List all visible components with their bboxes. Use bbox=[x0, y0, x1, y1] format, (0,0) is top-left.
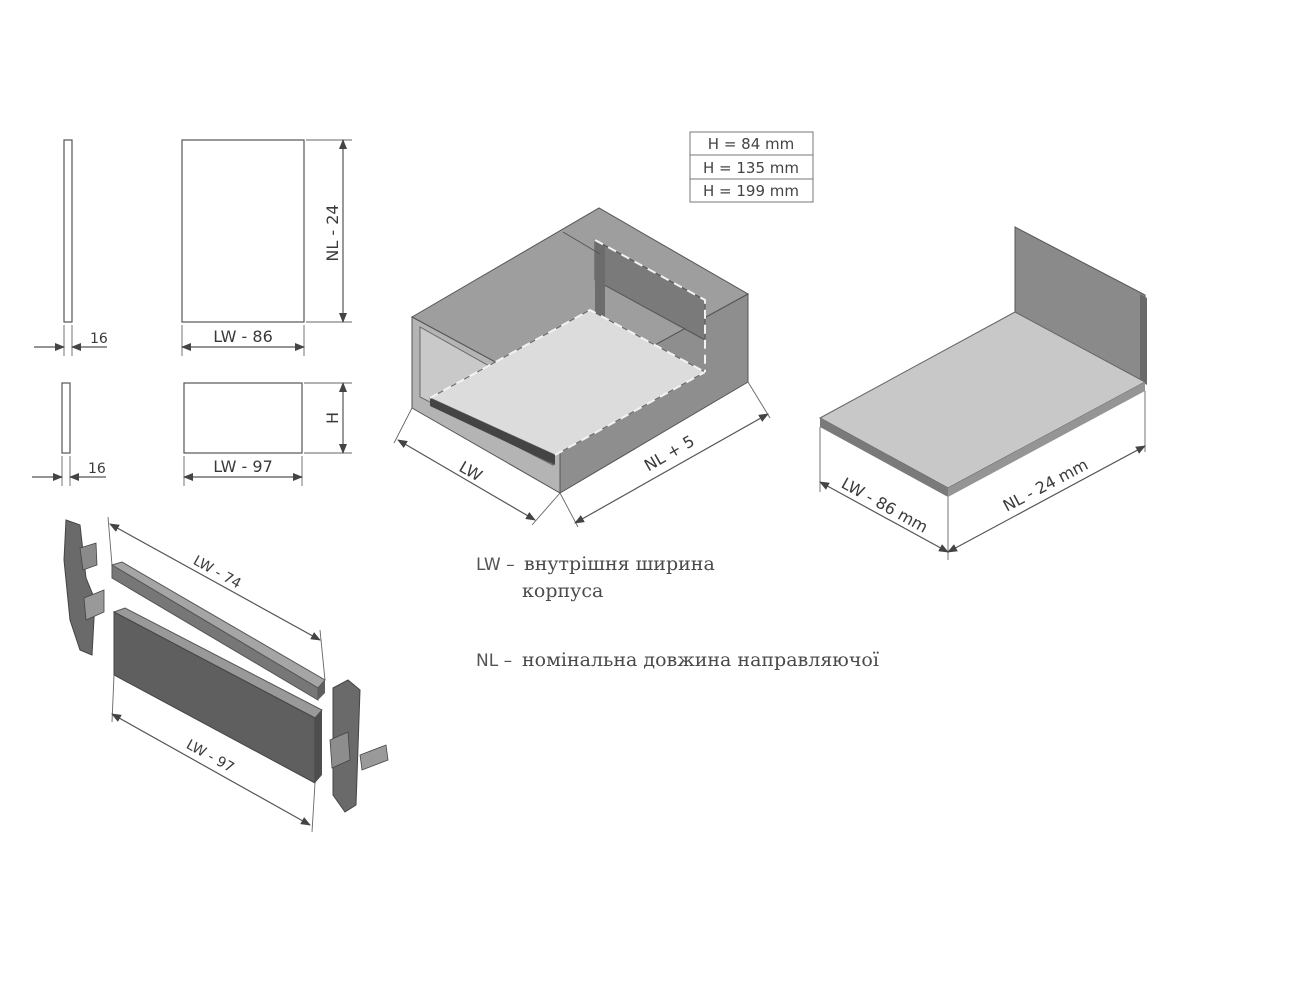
height-row-1: H = 84 mm bbox=[708, 135, 794, 153]
bottom-panel-width-label: LW - 86 bbox=[213, 327, 273, 346]
drawer-bottom-isometric: LW - 86 mm NL - 24 mm bbox=[818, 226, 1147, 560]
legend-lw-text-line2: корпуса bbox=[522, 580, 603, 602]
height-row-2: H = 135 mm bbox=[703, 159, 799, 177]
legend-lw-term: LW – bbox=[476, 555, 515, 575]
bottom-panel-flat: LW - 86 NL - 24 bbox=[181, 139, 352, 356]
side-panel-bottom: 16 bbox=[32, 382, 106, 486]
drawer-bottom-length-label: NL - 24 mm bbox=[1000, 455, 1091, 516]
back-panel-flat: LW - 97 H bbox=[183, 382, 352, 486]
side-thickness-top-label: 16 bbox=[90, 331, 108, 347]
height-row-3: H = 199 mm bbox=[703, 182, 799, 200]
legend-lw-text-line1: внутрішня ширина bbox=[524, 553, 715, 575]
cabinet-drawer-isometric: LW NL + 5 bbox=[393, 207, 771, 528]
side-thickness-bottom-label: 16 bbox=[88, 461, 106, 477]
back-panel-width-label: LW - 97 bbox=[213, 457, 273, 476]
legend: LW – внутрішня ширина корпуса NL – номін… bbox=[476, 553, 879, 671]
legend-nl-text: номінальна довжина направляючої bbox=[522, 649, 879, 671]
rail-set-isometric: LW - 74 LW - 97 bbox=[63, 516, 389, 833]
side-panel-top: 16 bbox=[34, 139, 108, 356]
cabinet-width-label: LW bbox=[456, 457, 486, 485]
rail-back-length-label: LW - 97 bbox=[183, 737, 236, 776]
drawer-bottom-width-label: LW - 86 mm bbox=[838, 474, 931, 537]
bottom-panel-length-label: NL - 24 bbox=[323, 204, 342, 261]
heights-table: H = 84 mm H = 135 mm H = 199 mm bbox=[689, 131, 814, 203]
back-panel-height-label: H bbox=[323, 412, 342, 424]
legend-nl-term: NL – bbox=[476, 651, 512, 671]
